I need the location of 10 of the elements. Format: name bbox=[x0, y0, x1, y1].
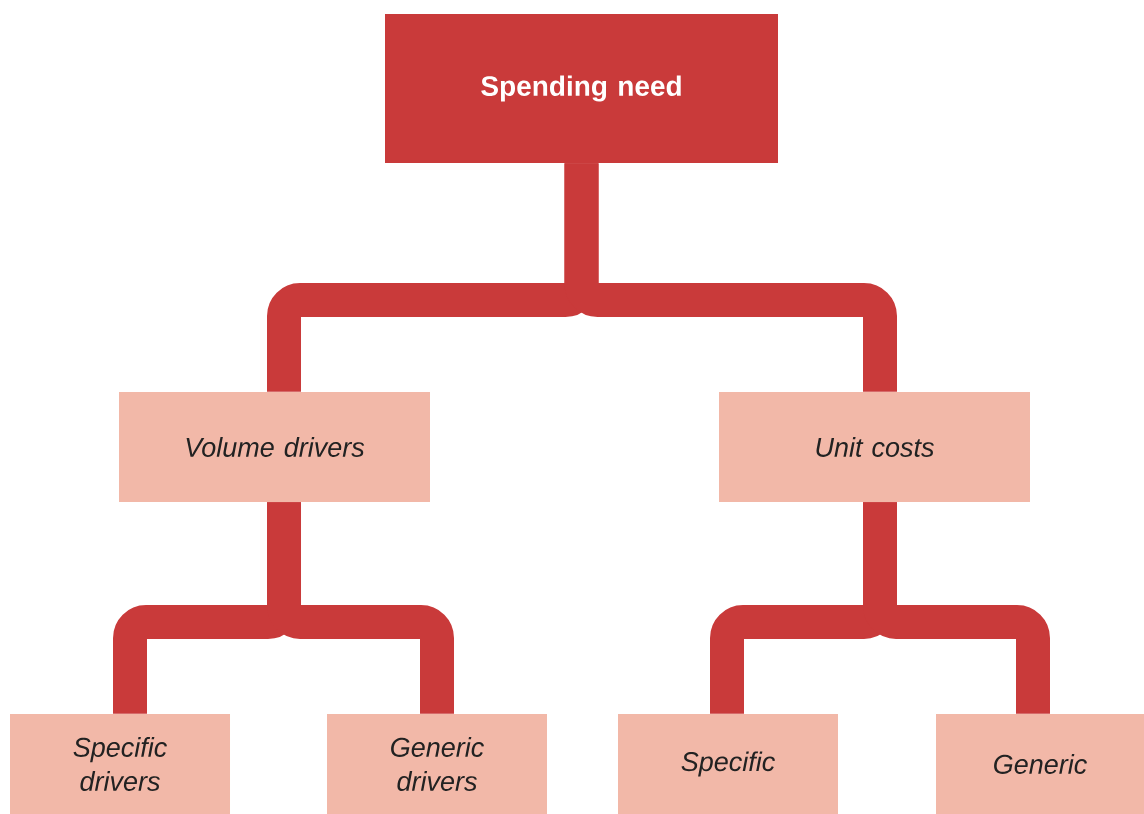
category-box: Generic bbox=[936, 714, 1144, 814]
category-box: Specific bbox=[618, 714, 838, 814]
category-box: Specific drivers bbox=[10, 714, 230, 814]
connector bbox=[863, 502, 1050, 714]
connector bbox=[564, 163, 897, 392]
title-box: Spending need bbox=[385, 14, 778, 163]
connector bbox=[267, 502, 454, 714]
category-box: Generic drivers bbox=[327, 714, 547, 814]
category-box: Unit costs bbox=[719, 392, 1030, 502]
category-box: Volume drivers bbox=[119, 392, 430, 502]
